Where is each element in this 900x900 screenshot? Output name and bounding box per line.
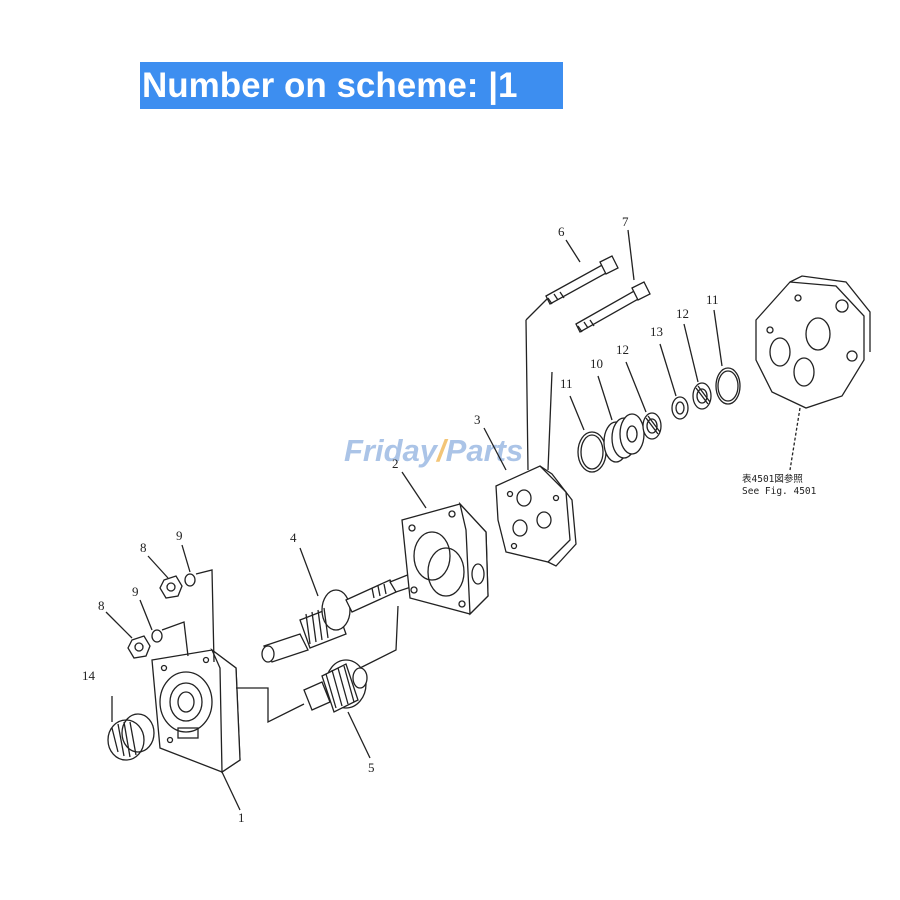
callout-6: 6 [558,224,565,239]
part-8-9-nuts-washers [105,544,215,663]
callout-9a: 9 [176,528,183,543]
callout-7: 7 [622,214,629,229]
callout-12a: 12 [616,342,629,357]
callout-9b: 9 [132,584,139,599]
part-6-7-through-bolts [545,229,651,333]
callout-11a: 11 [560,376,573,391]
callout-8b: 8 [98,598,105,613]
callout-13: 13 [650,324,663,339]
callout-2: 2 [392,456,399,471]
callout-11b: 11 [706,292,719,307]
callout-5: 5 [368,760,375,775]
callout-10: 10 [590,356,603,371]
part-4-drive-gear-shaft [261,547,415,663]
callout-12b: 12 [676,306,689,321]
part-5-driven-gear [236,605,399,759]
part-3-side-plate [483,293,577,567]
callout-1: 1 [238,810,245,825]
reference-note-jp: 表4501図参照 [742,473,803,485]
callout-3: 3 [474,412,481,427]
rear-pump-housing [755,275,871,471]
callout-14: 14 [82,668,96,683]
part-10-13-seals-rings [569,309,741,473]
part-1-front-cover [151,647,241,811]
callout-8a: 8 [140,540,147,555]
scheme-number-banner: Number on scheme: |1 [140,62,563,109]
part-2-gear-housing [401,471,489,616]
watermark-logo: Friday/Parts [344,433,523,468]
reference-note-en: See Fig. 4501 [742,486,817,497]
part-14-needle-bearing [107,696,155,761]
callout-4: 4 [290,530,297,545]
